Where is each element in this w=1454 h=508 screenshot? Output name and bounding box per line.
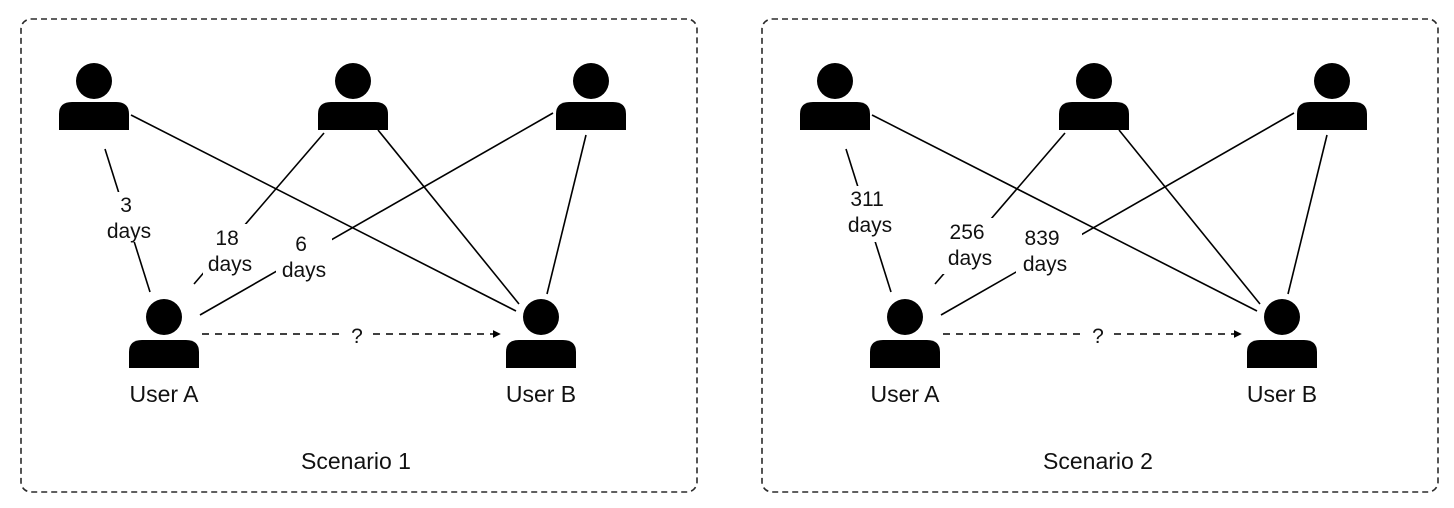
- edge-top-mid-to-user-b: [1118, 129, 1261, 305]
- user-a-label: User A: [870, 381, 940, 407]
- interval-value: 256: [950, 221, 985, 244]
- user-b-label: User B: [506, 381, 576, 407]
- person-icon: [59, 63, 129, 130]
- user-b-label: User B: [1247, 381, 1317, 407]
- scenario-2-panel: ? 311 days 256 days 839: [761, 18, 1439, 493]
- edge-top-right-to-user-b: [1287, 134, 1328, 295]
- interval-value: 839: [1025, 227, 1060, 250]
- interval-value: 18: [215, 227, 238, 250]
- interval-value: 3: [120, 194, 132, 217]
- edge-top-right-to-user-a: [940, 112, 1295, 316]
- edge-top-mid-to-user-b: [377, 129, 520, 305]
- label-knockout: [838, 186, 904, 242]
- scenario-caption: Scenario 2: [1043, 448, 1153, 474]
- interval-label: 6 days: [282, 233, 326, 282]
- unknown-link-label: ?: [351, 325, 363, 348]
- person-icon: [556, 63, 626, 130]
- interval-value: 6: [295, 233, 307, 256]
- label-knockout: [106, 192, 152, 242]
- user-a-label: User A: [129, 381, 199, 407]
- scenario-1-panel: ? 3 days 18 days: [20, 18, 698, 493]
- edge-top-left-to-user-b: [130, 114, 517, 312]
- interval-unit: days: [107, 220, 151, 243]
- interval-unit: days: [208, 253, 252, 276]
- label-knockout: [276, 230, 332, 286]
- interval-unit: days: [848, 214, 892, 237]
- person-icon: [800, 63, 870, 130]
- edge-top-right-to-user-b: [546, 134, 587, 295]
- label-knockout: [203, 224, 257, 280]
- scenario-caption: Scenario 1: [301, 448, 411, 474]
- edge-top-left-to-user-b: [871, 114, 1258, 312]
- interval-unit: days: [948, 247, 992, 270]
- interval-value: 311: [850, 188, 883, 211]
- label-knockout: [938, 218, 1004, 274]
- interval-unit: days: [282, 259, 326, 282]
- unknown-link-label: ?: [1092, 325, 1104, 348]
- interval-unit: days: [1023, 253, 1067, 276]
- person-icon: [1297, 63, 1367, 130]
- edge-top-right-to-user-a: [199, 112, 554, 316]
- user-b-person-icon: [506, 299, 576, 368]
- interval-label: 311 days: [848, 188, 892, 237]
- interval-label: 256 days: [948, 221, 992, 270]
- interval-label: 18 days: [208, 227, 252, 276]
- user-a-person-icon: [870, 299, 940, 368]
- person-icon: [318, 63, 388, 130]
- user-a-person-icon: [129, 299, 199, 368]
- interval-label: 839 days: [1023, 227, 1067, 276]
- person-icon: [1059, 63, 1129, 130]
- label-knockout: [1016, 224, 1082, 280]
- user-b-person-icon: [1247, 299, 1317, 368]
- interval-label: 3 days: [107, 194, 151, 243]
